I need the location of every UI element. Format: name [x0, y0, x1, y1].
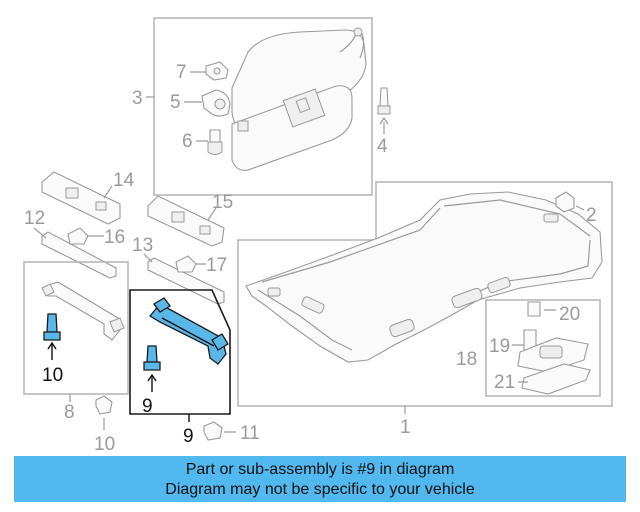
- clip-part-2: [555, 191, 585, 213]
- clip-part-18: [175, 255, 197, 273]
- visor-group-box: [153, 17, 373, 196]
- bolt-part-10-left: [43, 313, 61, 360]
- info-banner: Part or sub-assembly is #9 in diagram Di…: [14, 456, 626, 502]
- grab-handle-group-box: [23, 261, 129, 395]
- callout-15: 14: [113, 170, 135, 191]
- callout-4: 4: [377, 136, 388, 157]
- callout-11: 10: [94, 434, 115, 455]
- callout-5: 5: [170, 92, 181, 113]
- bracket-part-16: [147, 195, 225, 247]
- callout-10-left: 10: [42, 365, 63, 386]
- banner-line-2: Diagram may not be specific to your vehi…: [165, 481, 475, 498]
- callout-22: 21: [494, 372, 515, 393]
- callout-3: 3: [132, 88, 143, 109]
- callout-10-right: 9: [142, 396, 153, 417]
- lens-part-22: [521, 363, 591, 395]
- callout-18: 17: [206, 255, 227, 276]
- clip-part-11: [95, 395, 113, 415]
- headliner-part: [245, 191, 603, 363]
- cover-part-14: [147, 257, 225, 305]
- bolt-part-10-right: [143, 345, 161, 392]
- callout-20: 19: [489, 336, 510, 357]
- callout-21: 20: [559, 304, 580, 325]
- callout-16: 15: [212, 192, 233, 213]
- callout-17: 16: [104, 227, 125, 248]
- clip-part-12: [203, 421, 223, 441]
- callout-14: 13: [132, 235, 153, 256]
- lamp-group-box: [485, 299, 601, 397]
- callout-7: 7: [176, 62, 187, 83]
- clip-part-17: [67, 227, 89, 245]
- bulb-part-21: [527, 301, 556, 317]
- callout-6: 6: [182, 131, 193, 152]
- callout-8: 8: [64, 402, 75, 423]
- visor-holder-part-5: [201, 89, 231, 117]
- callout-2: 2: [586, 205, 597, 226]
- lamp-part-19: [517, 337, 589, 373]
- screw-part-4: [377, 87, 391, 134]
- sun-visor-part: [231, 27, 367, 171]
- screw-part-6: [207, 129, 223, 155]
- grab-handle-9-group-box: [129, 289, 231, 415]
- banner-line-1: Part or sub-assembly is #9 in diagram: [185, 461, 455, 478]
- clip-part-7: [205, 61, 229, 81]
- cover-part-13: [41, 231, 117, 279]
- callout-1: 1: [400, 417, 411, 438]
- callout-19: 18: [456, 349, 477, 370]
- grab-handle-part-8: [41, 281, 125, 341]
- grab-handle-part-9: [149, 297, 229, 365]
- bracket-part-15: [41, 171, 121, 225]
- callout-13: 12: [24, 208, 45, 229]
- callout-12: 11: [240, 423, 260, 444]
- callout-9: 9: [183, 426, 194, 447]
